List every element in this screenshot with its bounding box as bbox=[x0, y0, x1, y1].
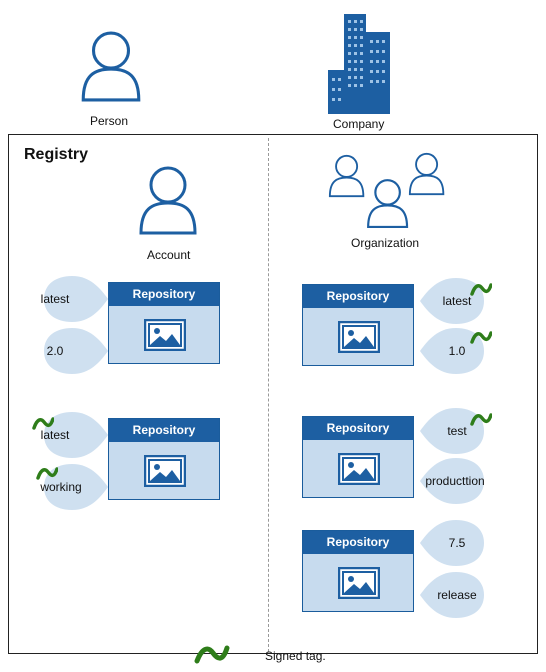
signed-tag-icon bbox=[470, 283, 492, 296]
company-label: Company bbox=[333, 117, 385, 131]
signed-tag-icon bbox=[36, 467, 58, 480]
tag-bubble: 2.0 bbox=[40, 326, 110, 376]
signed-tag-icon bbox=[32, 417, 54, 430]
tag-label: latest bbox=[40, 428, 70, 442]
repository-card: Repository bbox=[108, 282, 220, 364]
signed-tag-icon bbox=[470, 413, 492, 426]
registry-box bbox=[8, 134, 538, 654]
tag-label: release bbox=[437, 588, 477, 602]
tag-bubble: release bbox=[418, 570, 488, 620]
tag-label: working bbox=[40, 480, 82, 494]
organization-label: Organization bbox=[351, 236, 420, 250]
repository-card: Repository bbox=[302, 530, 414, 612]
signed-tag-icon bbox=[470, 331, 492, 344]
tag-label: producttion bbox=[425, 474, 485, 488]
image-icon bbox=[338, 321, 380, 353]
organization-group-icon bbox=[328, 152, 445, 229]
tag-label: 2.0 bbox=[46, 344, 64, 358]
tag-bubble: 7.5 bbox=[418, 518, 488, 568]
account-label: Account bbox=[147, 248, 191, 262]
tag-label: latest bbox=[442, 294, 472, 308]
tag-bubble: 1.0 bbox=[418, 326, 488, 376]
tag-bubble: producttion bbox=[418, 456, 488, 506]
tag-label: latest bbox=[40, 292, 70, 306]
account-person-icon bbox=[139, 166, 197, 235]
tag-label: 1.0 bbox=[448, 344, 466, 358]
tag-bubble: latest bbox=[40, 274, 110, 324]
tag-label: 7.5 bbox=[448, 536, 466, 550]
tag-bubble: latest bbox=[40, 410, 110, 460]
tag-bubble: test bbox=[418, 406, 488, 456]
registry-divider bbox=[268, 138, 269, 652]
repository-title: Repository bbox=[303, 285, 413, 308]
person-label: Person bbox=[90, 114, 129, 128]
tag-bubble: working bbox=[40, 462, 110, 512]
company-building-icon bbox=[328, 14, 390, 114]
repository-card: Repository bbox=[302, 416, 414, 498]
signed-tag-legend-icon bbox=[194, 645, 230, 664]
image-icon bbox=[144, 455, 186, 487]
repository-title: Repository bbox=[109, 419, 219, 442]
repository-card: Repository bbox=[108, 418, 220, 500]
image-icon bbox=[144, 319, 186, 351]
repository-title: Repository bbox=[303, 417, 413, 440]
tag-bubble: latest bbox=[418, 276, 488, 326]
repository-title: Repository bbox=[109, 283, 219, 306]
repository-card: Repository bbox=[302, 284, 414, 366]
legend-text: Signed tag. bbox=[265, 649, 326, 663]
image-icon bbox=[338, 567, 380, 599]
repository-title: Repository bbox=[303, 531, 413, 554]
image-icon bbox=[338, 453, 380, 485]
registry-title: Registry bbox=[24, 146, 89, 163]
person-icon bbox=[81, 31, 141, 102]
tag-label: test bbox=[447, 424, 467, 438]
